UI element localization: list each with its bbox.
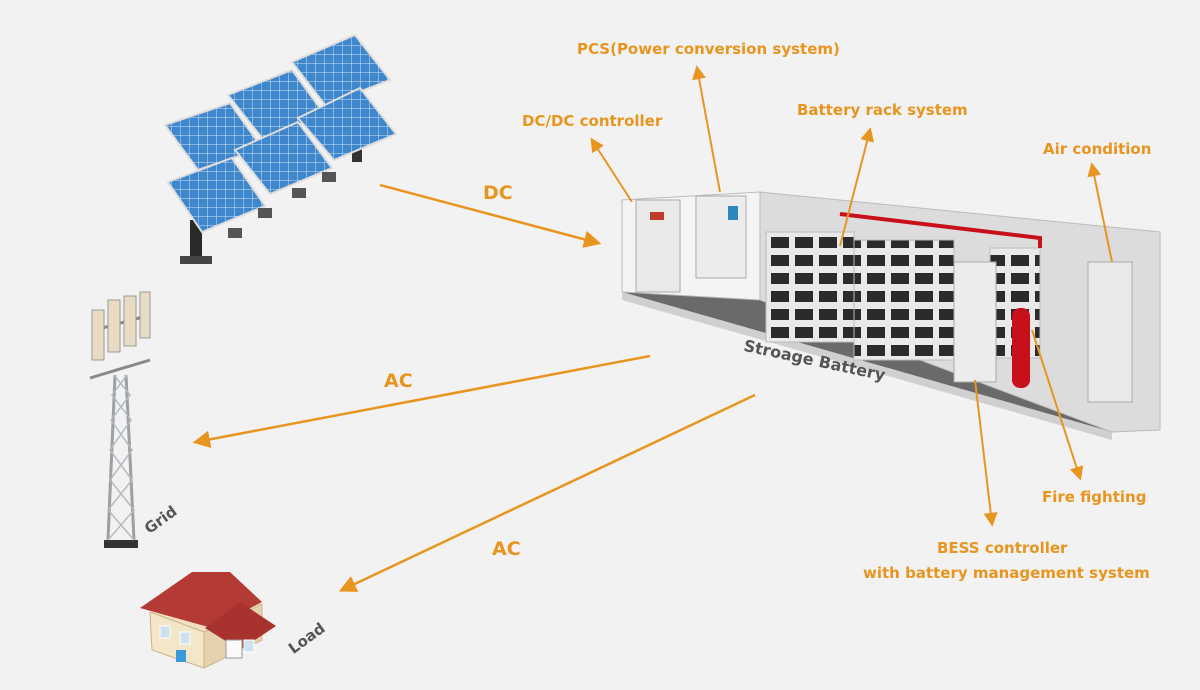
flow-arrows <box>192 183 756 592</box>
air-condition-callout <box>1087 162 1113 263</box>
fire-fighting-label: Fire fighting <box>1042 488 1147 506</box>
ac-load-label: AC <box>492 538 521 560</box>
ac-load-arrow <box>338 393 756 592</box>
pcs-cabinet <box>695 195 747 279</box>
fire-fighting-callout <box>1031 329 1084 481</box>
bess-controller-callout <box>974 379 998 527</box>
grid-tower-icon <box>89 291 151 548</box>
dc-label: DC <box>483 182 513 204</box>
house-icon <box>140 572 276 669</box>
dcdc-cabinet <box>635 199 681 293</box>
ac-grid-label: AC <box>384 370 413 392</box>
dcdc-callout <box>590 137 633 203</box>
battery-rack-callout <box>839 127 874 247</box>
bess-controller-label: BESS controller <box>937 539 1068 557</box>
solar-panel-array-icon <box>163 33 398 264</box>
bess-controller-sublabel: with battery management system <box>863 564 1150 582</box>
storage-container-icon <box>621 191 1161 440</box>
dc-arrow <box>379 183 602 248</box>
air-conditioner-unit <box>1087 261 1133 403</box>
pcs-label: PCS(Power conversion system) <box>577 40 840 58</box>
fire-extinguisher-icon <box>1012 308 1030 388</box>
pcs-callout <box>692 65 721 193</box>
callout-arrows <box>590 65 1113 527</box>
dcdc-label: DC/DC controller <box>522 112 663 130</box>
ac-grid-arrow <box>192 354 651 448</box>
air-condition-label: Air condition <box>1043 140 1152 158</box>
battery-rack-label: Battery rack system <box>797 101 968 119</box>
battery-racks <box>765 231 1041 361</box>
bess-controller-cabinet <box>953 261 997 383</box>
